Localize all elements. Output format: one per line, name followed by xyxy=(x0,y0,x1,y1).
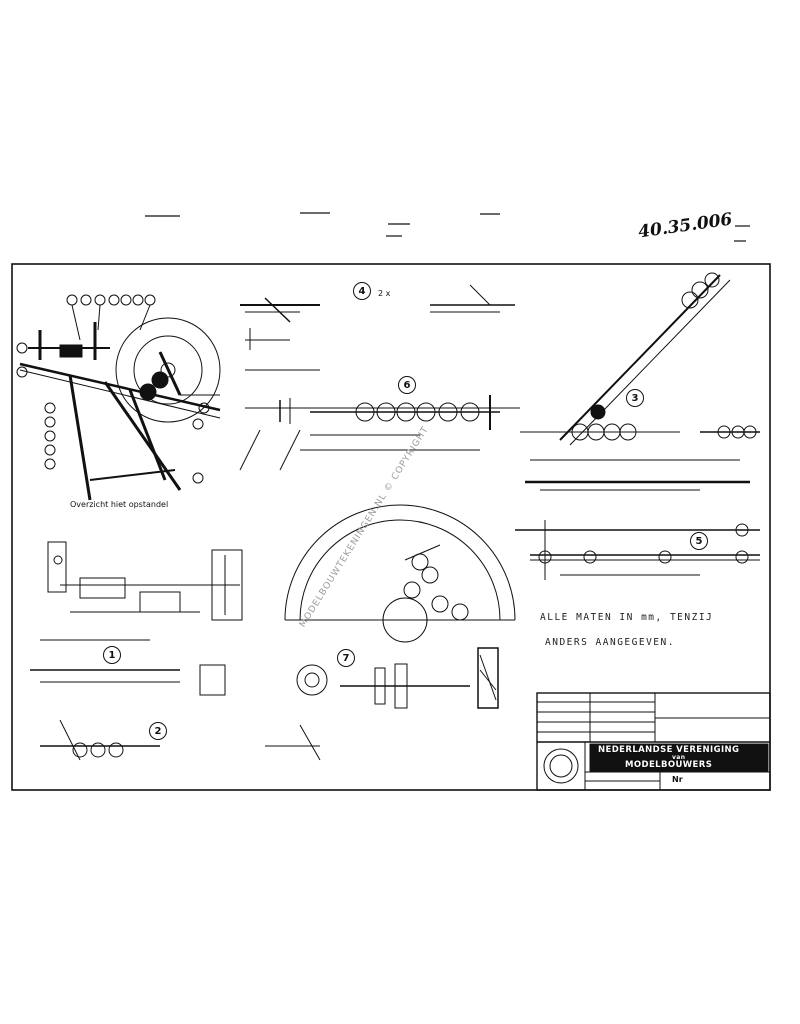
detail-4-drawing xyxy=(240,284,515,371)
overview-assembly xyxy=(19,317,221,501)
detail-7-drawing xyxy=(296,647,499,709)
detail-number-5: 5 xyxy=(690,532,708,550)
detail-4-quantity: 2 x xyxy=(378,289,391,298)
detail-number-6: 6 xyxy=(398,376,416,394)
org-name-of: van xyxy=(672,754,686,761)
overview-caption: Overzicht hiet opstandel xyxy=(70,500,169,509)
detail-number-1: 1 xyxy=(103,646,121,664)
detail-5-drawing xyxy=(515,520,760,580)
org-name-line-2: MODELBOUWERS xyxy=(625,760,713,770)
arc-template-drawing xyxy=(284,504,516,643)
sheet-number-prefix: Nr xyxy=(672,775,683,784)
association-seal-icon xyxy=(550,755,572,777)
detail-number-3: 3 xyxy=(626,389,644,407)
detail-6-drawing xyxy=(239,395,520,471)
title-block xyxy=(536,692,771,791)
detail-3-drawing xyxy=(520,272,760,491)
detail-2-drawing xyxy=(40,719,321,761)
notes-line-1: ALLE MATEN IN mm, TENZIJ xyxy=(540,612,714,623)
detail-number-7: 7 xyxy=(337,649,355,667)
sheet-border xyxy=(11,263,771,791)
detail-number-4: 4 xyxy=(353,282,371,300)
detail-1-drawing xyxy=(30,541,243,696)
top-margin-marks xyxy=(145,212,750,242)
notes-line-2: ANDERS AANGEGEVEN. xyxy=(545,637,675,648)
org-name-line-1: NEDERLANDSE VERENIGING xyxy=(598,745,740,755)
detail-number-2: 2 xyxy=(149,722,167,740)
overview-callouts xyxy=(16,294,210,484)
